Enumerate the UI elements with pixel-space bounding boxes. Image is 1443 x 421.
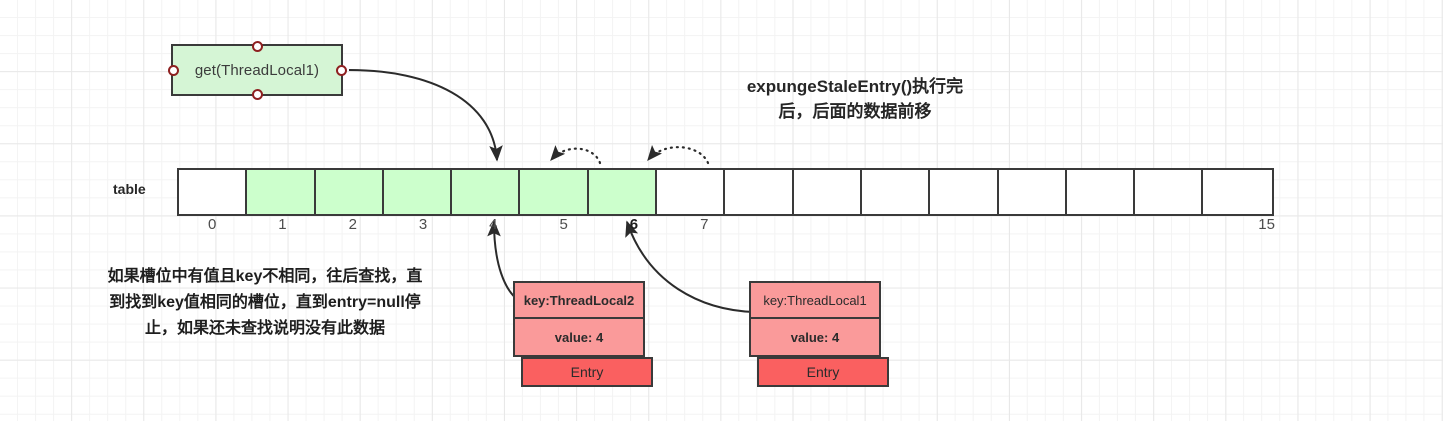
table-index-3: 3	[418, 216, 428, 233]
table-index-0: 0	[207, 216, 217, 233]
table-label: table	[113, 181, 146, 197]
entry-value: value: 4	[749, 319, 881, 357]
table-cell-3[interactable]	[383, 170, 453, 214]
table-index-7: 7	[700, 216, 709, 233]
table-cell-4[interactable]	[452, 170, 521, 214]
entry-box-threadlocal1[interactable]: key:ThreadLocal1 value: 4 Entry	[749, 281, 889, 387]
table-index-15: 15	[1258, 216, 1275, 233]
table-cell-0[interactable]	[179, 170, 248, 214]
table-index-6: 6	[629, 216, 639, 233]
note-line-1: 如果槽位中有值且key不相同，往后查找，直	[107, 268, 423, 285]
table-index-1: 1	[278, 216, 287, 233]
headline-line-2: 后，后面的数据前移	[778, 102, 932, 121]
table-index-2: 2	[348, 216, 357, 233]
get-threadlocal-box[interactable]: get(ThreadLocal1)	[167, 40, 347, 100]
headline: expungeStaleEntry()执行完 后，后面的数据前移	[690, 74, 1020, 124]
table-cell-5[interactable]	[520, 170, 589, 214]
table-index-5: 5	[559, 216, 568, 233]
table-cell-7[interactable]	[657, 170, 726, 214]
entry-key: key:ThreadLocal2	[513, 281, 645, 319]
table-cell-6[interactable]	[588, 170, 658, 214]
table-cell-12[interactable]	[998, 170, 1067, 214]
table-cell-2[interactable]	[315, 170, 384, 214]
connector-shift-slot7-to-slot6	[646, 144, 710, 165]
entry-box-threadlocal2[interactable]: key:ThreadLocal2 value: 4 Entry	[513, 281, 653, 387]
table-cell-13[interactable]	[1066, 170, 1136, 214]
port-top[interactable]	[251, 40, 263, 52]
note-line-2: 到找到key值相同的槽位，直到entry=null停	[109, 294, 421, 311]
table-cell-8[interactable]	[725, 170, 794, 214]
entry-key: key:ThreadLocal1	[749, 281, 881, 319]
table-cell-15[interactable]	[1203, 170, 1272, 214]
table-cell-1[interactable]	[247, 170, 316, 214]
table-index-4: 4	[489, 216, 498, 233]
get-box-label: get(ThreadLocal1)	[194, 61, 320, 79]
port-left[interactable]	[167, 64, 179, 76]
lookup-note: 如果槽位中有值且key不相同，往后查找，直 到找到key值相同的槽位，直到ent…	[45, 264, 485, 342]
table-index-row: 0 1 2 3 4 5 6 7 15	[177, 216, 1302, 238]
port-right[interactable]	[335, 64, 347, 76]
headline-line-1: expungeStaleEntry()执行完	[746, 77, 964, 96]
table-cell-9[interactable]	[793, 170, 862, 214]
table-cell-14[interactable]	[1135, 170, 1204, 214]
entry-footer: Entry	[757, 357, 889, 387]
table-cell-10[interactable]	[861, 170, 931, 214]
connector-get-to-slot4	[348, 69, 503, 162]
table-cell-11[interactable]	[930, 170, 999, 214]
port-bottom[interactable]	[251, 88, 263, 100]
entry-footer: Entry	[521, 357, 653, 387]
note-line-3: 止，如果还未查找说明没有此数据	[144, 320, 385, 337]
table-row	[177, 168, 1274, 216]
entry-value: value: 4	[513, 319, 645, 357]
connector-shift-slot6-to-slot5	[549, 145, 602, 165]
